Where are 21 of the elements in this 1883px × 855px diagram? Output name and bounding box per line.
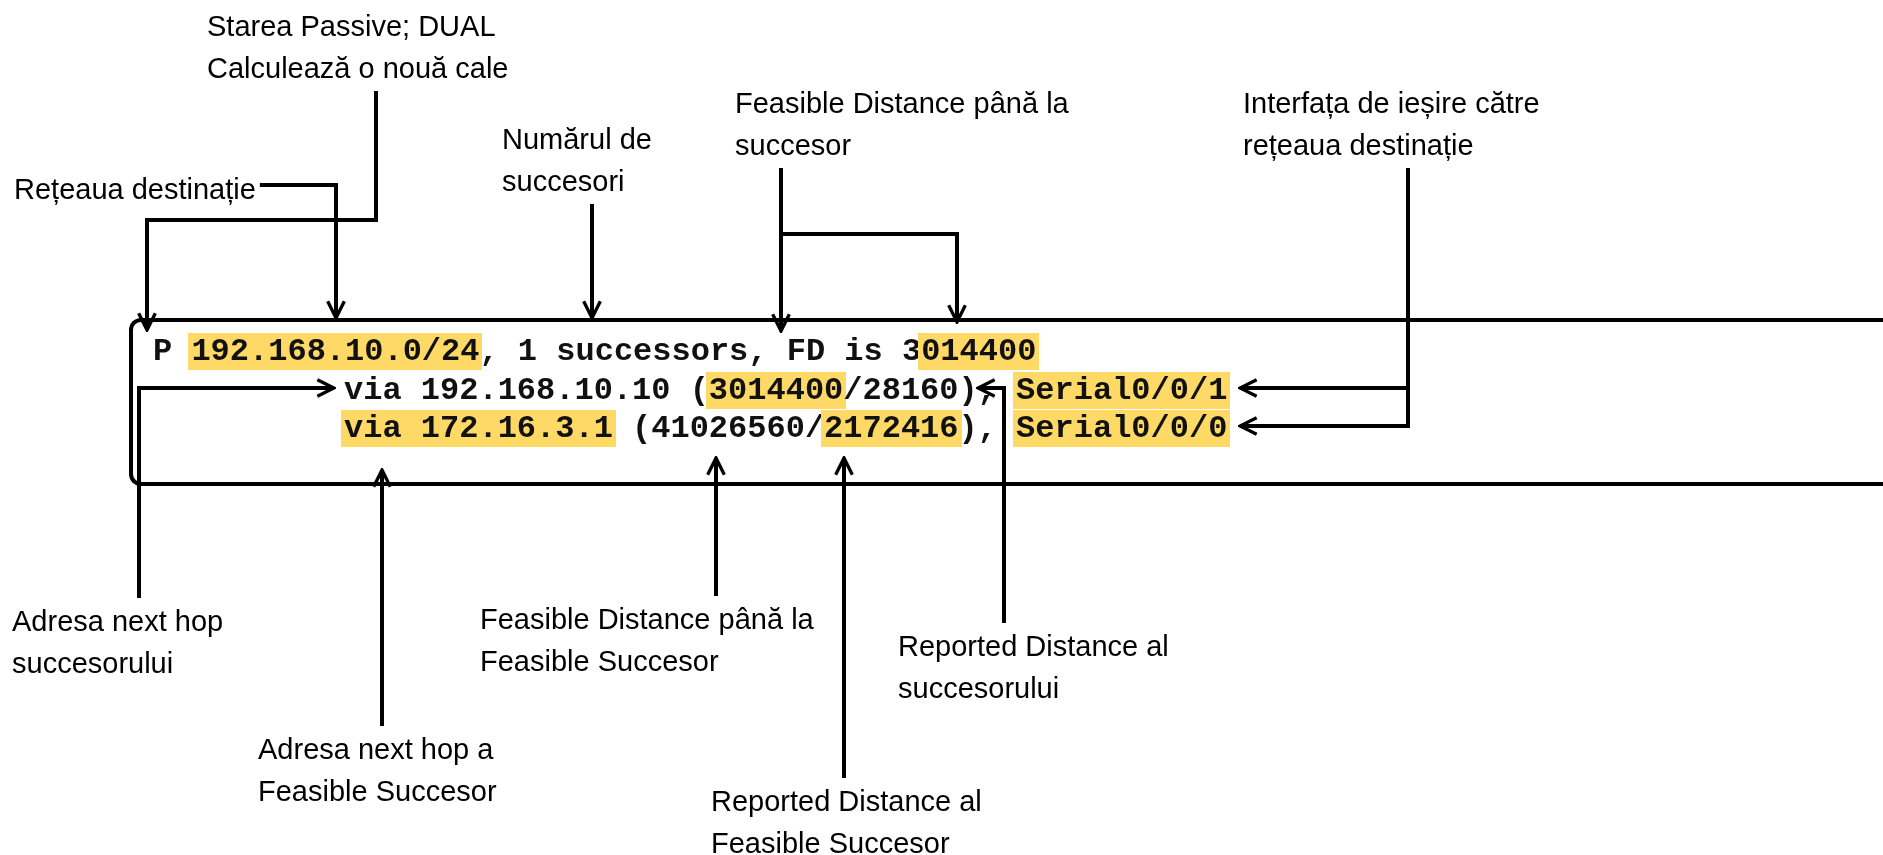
callout-text: Adresa next hop succesorului — [12, 600, 252, 684]
leader-arrow — [137, 91, 378, 332]
leader-arrow — [976, 378, 1006, 623]
callout-text: Interfața de ieșire către rețeaua destinație — [1243, 82, 1593, 166]
callout-text: Starea Passive; DUAL Calculează o nouă cale — [207, 5, 567, 89]
code-box — [129, 318, 1883, 486]
leader-arrow — [137, 378, 336, 598]
leader-arrow — [834, 456, 854, 778]
callout-text: Rețeaua destinație — [14, 168, 256, 210]
callout-text: Reported Distance al succesorului — [898, 625, 1198, 709]
leader-arrow — [779, 168, 967, 324]
leader-arrow — [259, 183, 346, 320]
leader-arrow — [706, 456, 726, 596]
callout-text: Feasible Distance până la succesor — [735, 82, 1095, 166]
code-line: via 172.16.3.1 (41026560/2172416), Serial0/0/0 — [344, 410, 1228, 448]
callout-text: Reported Distance al Feasible Succesor — [711, 780, 1011, 855]
callout-text: Numărul de succesori — [502, 118, 682, 202]
leader-arrow — [582, 204, 602, 320]
callout-text: Feasible Distance până la Feasible Succesor — [480, 598, 860, 682]
callout-text: Adresa next hop a Feasible Succesor — [258, 728, 558, 812]
leader-arrow — [372, 468, 392, 726]
